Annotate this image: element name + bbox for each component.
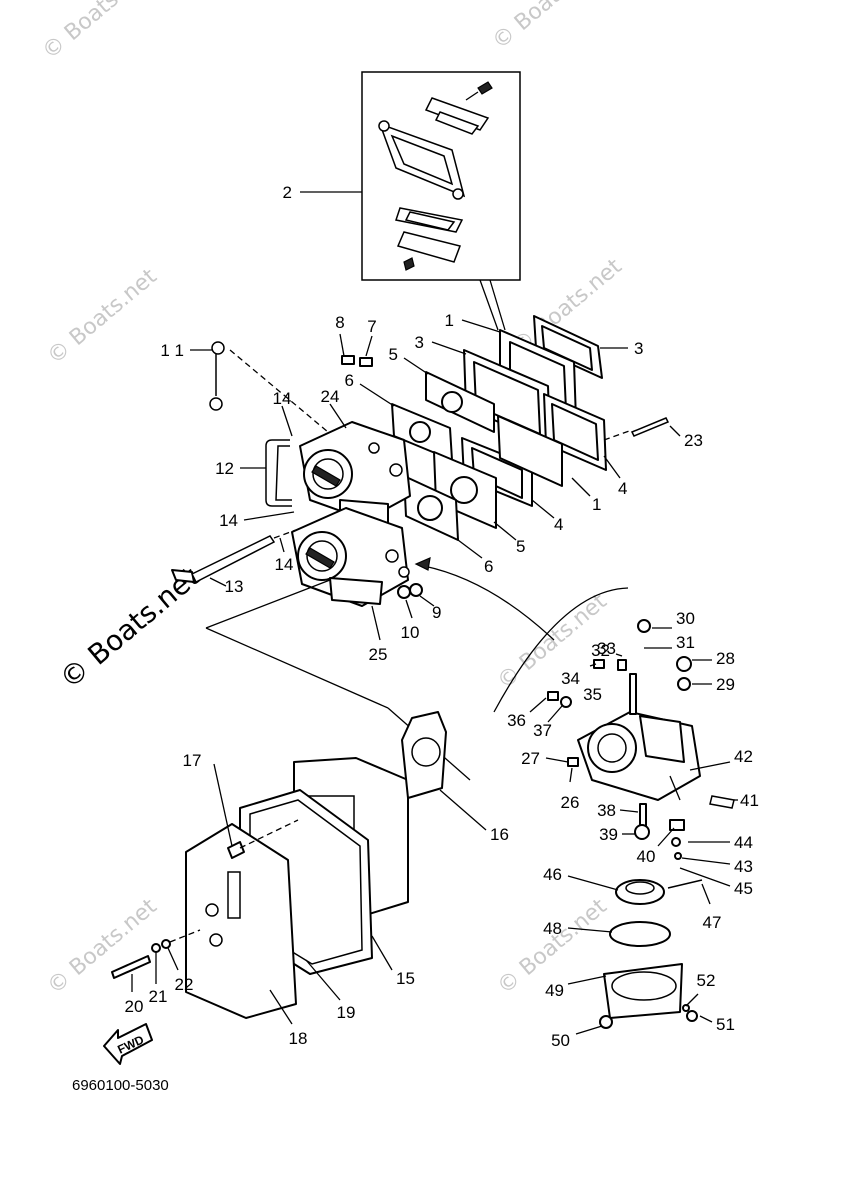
callout-48: 48 <box>543 919 562 938</box>
callout-31: 31 <box>676 633 695 652</box>
callout-49: 49 <box>545 981 564 1000</box>
callout-23: 23 <box>684 431 703 450</box>
callout-41: 41 <box>740 791 759 810</box>
callout-44: 44 <box>734 833 753 852</box>
callout-42: 42 <box>734 747 753 766</box>
callout-30: 30 <box>676 609 695 628</box>
callout-33: 33 <box>597 639 616 658</box>
watermark-bottom-left: © Boats.net <box>43 894 162 1000</box>
pins-7-8 <box>341 355 373 367</box>
link-rod-11 <box>209 341 329 433</box>
callout-36: 36 <box>507 711 526 730</box>
watermark-top-left: © Boats.net <box>38 0 157 65</box>
callout-3a: 3 <box>634 339 643 358</box>
callout-35: 35 <box>583 685 602 704</box>
nut-washer-9-10 <box>397 583 423 599</box>
stud-23 <box>603 417 670 441</box>
callout-11: 1 1 <box>160 341 184 360</box>
callout-20: 20 <box>125 997 144 1016</box>
callout-26: 26 <box>561 793 580 812</box>
carburetor-body-detail <box>547 619 735 860</box>
callout-50: 50 <box>551 1031 570 1050</box>
diagram-code: 6960100-5030 <box>72 1077 169 1094</box>
callouts: 2 1 3 3 5 6 8 7 1 1 14 24 12 14 14 13 23 <box>125 183 759 1050</box>
callout-32: 32 <box>591 641 610 660</box>
callout-13: 13 <box>225 577 244 596</box>
assembly-guides <box>205 557 629 781</box>
bracket-13 <box>171 529 297 584</box>
upper-carburetor <box>299 421 411 533</box>
callout-6b: 6 <box>484 557 493 576</box>
bolts-washers <box>111 819 299 979</box>
callout-16: 16 <box>490 825 509 844</box>
callout-1b: 1 <box>592 495 601 514</box>
fuel-hose-12 <box>265 439 292 507</box>
callout-7: 7 <box>367 317 376 336</box>
callout-5b: 5 <box>516 537 525 556</box>
silencer-assembly <box>185 711 447 1019</box>
callout-4b: 4 <box>554 515 563 534</box>
callout-3b: 3 <box>415 333 424 352</box>
callout-4a: 4 <box>618 479 627 498</box>
callout-19: 19 <box>337 1003 356 1022</box>
callout-24: 24 <box>321 387 340 406</box>
callout-25: 25 <box>369 645 388 664</box>
callout-14a: 14 <box>273 389 292 408</box>
watermark-top-right: © Boats.net <box>488 0 607 55</box>
lower-carburetor <box>291 507 410 607</box>
callout-34: 34 <box>561 669 580 688</box>
callout-6a: 6 <box>345 371 354 390</box>
callout-1a: 1 <box>445 311 454 330</box>
callout-46: 46 <box>543 865 562 884</box>
callout-14b: 14 <box>219 511 238 530</box>
callout-38: 38 <box>597 801 616 820</box>
callout-18: 18 <box>289 1029 308 1048</box>
callout-52: 52 <box>697 971 716 990</box>
callout-37: 37 <box>533 721 552 740</box>
callout-15: 15 <box>396 969 415 988</box>
callout-28: 28 <box>716 649 735 668</box>
callout-27: 27 <box>521 749 540 768</box>
callout-21: 21 <box>149 987 168 1006</box>
callout-22: 22 <box>175 975 194 994</box>
fwd-arrow: FWD <box>103 1023 153 1065</box>
callout-8: 8 <box>335 313 344 332</box>
callout-29: 29 <box>716 675 735 694</box>
intake-gasket-stack <box>391 315 607 541</box>
callout-14c: 14 <box>275 555 294 574</box>
callout-17: 17 <box>183 751 202 770</box>
float-bowl-assembly <box>599 879 703 1029</box>
callout-2: 2 <box>283 183 292 202</box>
callout-51: 51 <box>716 1015 735 1034</box>
callout-40: 40 <box>637 847 656 866</box>
callout-39: 39 <box>599 825 618 844</box>
callout-5a: 5 <box>389 345 398 364</box>
callout-45: 45 <box>734 879 753 898</box>
reed-valve-inset <box>361 71 521 331</box>
callout-9: 9 <box>432 603 441 622</box>
callout-47: 47 <box>703 913 722 932</box>
callout-10: 10 <box>401 623 420 642</box>
callout-43: 43 <box>734 857 753 876</box>
callout-12: 12 <box>215 459 234 478</box>
watermark-mid-left: © Boats.net <box>43 264 162 370</box>
